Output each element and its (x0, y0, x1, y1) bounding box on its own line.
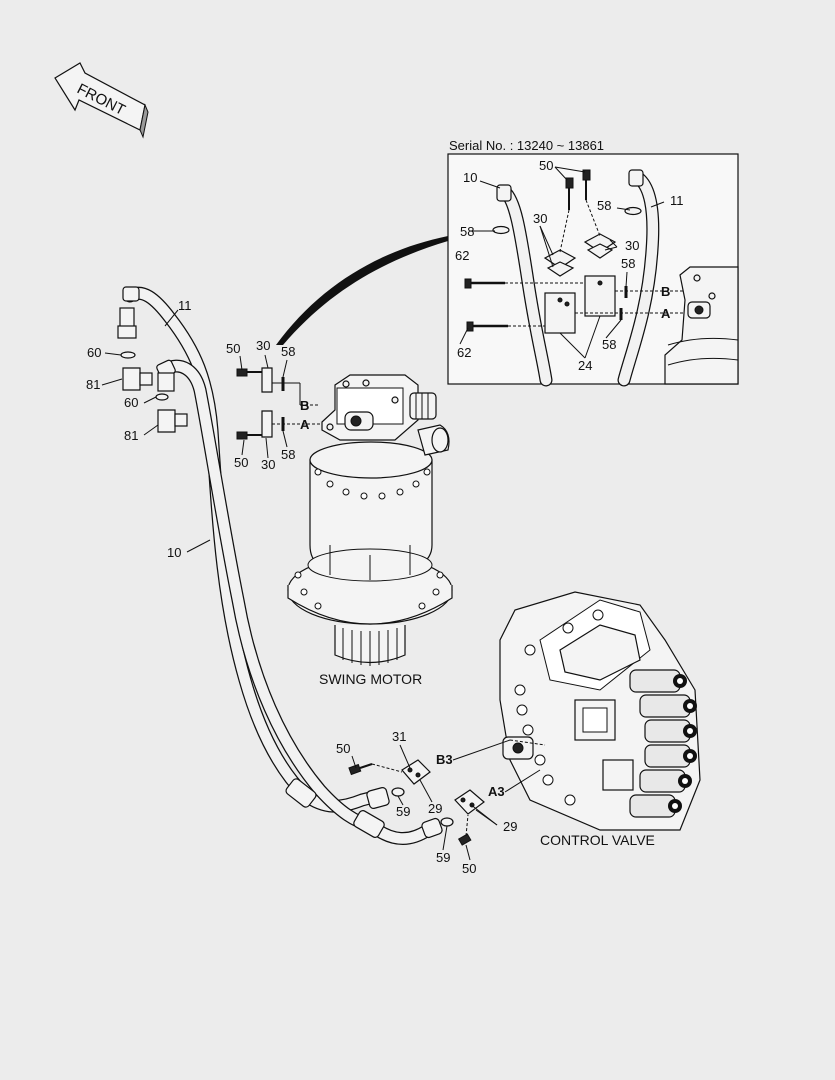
callout-59-lower: 59 (436, 850, 450, 865)
callout-58-top: 58 (281, 344, 295, 359)
callout-60-bottom: 60 (124, 395, 138, 410)
callout-50-lower: 50 (336, 741, 350, 756)
port-b3: B3 (436, 752, 453, 767)
callout-11: 11 (178, 298, 192, 313)
callout-50-mid: 50 (234, 455, 248, 470)
control-valve-caption: CONTROL VALVE (540, 832, 655, 848)
inset-callout-58-top-right: 58 (597, 198, 611, 213)
callout-30-mid: 30 (261, 457, 275, 472)
flange-kit-bottom (348, 759, 485, 846)
inset-callout-50: 50 (539, 158, 553, 173)
inset-port-a: A (661, 306, 671, 321)
inset-callout-58-bottom: 58 (602, 337, 616, 352)
inset-serial-label: Serial No. : 13240 ~ 13861 (449, 138, 604, 153)
swing-motor-caption: SWING MOTOR (319, 671, 422, 687)
callout-30-top: 30 (256, 338, 270, 353)
swing-motor (287, 374, 453, 666)
port-a3: A3 (488, 784, 505, 799)
inset-callout-62-bottom: 62 (457, 345, 471, 360)
flange-kit-left (236, 367, 320, 440)
callout-59-upper: 59 (396, 804, 410, 819)
inset-panel: Serial No. : 13240 ~ 13861 (447, 138, 739, 387)
adapter-fittings (117, 307, 188, 433)
inset-leader (276, 236, 448, 345)
inset-callout-11: 11 (670, 193, 684, 208)
inset-callout-10: 10 (463, 170, 477, 185)
inset-port-b: B (661, 284, 670, 299)
callout-50-top: 50 (226, 341, 240, 356)
port-b: B (300, 398, 309, 413)
callout-leaders (101, 309, 498, 861)
port-a: A (300, 417, 310, 432)
hose-assembly (122, 286, 443, 846)
callout-29-lower: 29 (503, 819, 517, 834)
callout-29-upper: 29 (428, 801, 442, 816)
callout-10: 10 (167, 545, 181, 560)
callout-81-top: 81 (86, 377, 100, 392)
callout-58-mid: 58 (281, 447, 295, 462)
inset-callout-30-left: 30 (533, 211, 547, 226)
callout-60-top: 60 (87, 345, 101, 360)
front-arrow: FRONT (54, 62, 149, 139)
inset-callout-30-right: 30 (625, 238, 639, 253)
inset-callout-58-left: 58 (460, 224, 474, 239)
callout-50-bottom: 50 (462, 861, 476, 876)
control-valve (452, 591, 701, 831)
callout-81-bottom: 81 (124, 428, 138, 443)
inset-callout-62-top: 62 (455, 248, 469, 263)
inset-callout-24: 24 (578, 358, 592, 373)
inset-callout-58-mid: 58 (621, 256, 635, 271)
callout-31: 31 (392, 729, 406, 744)
